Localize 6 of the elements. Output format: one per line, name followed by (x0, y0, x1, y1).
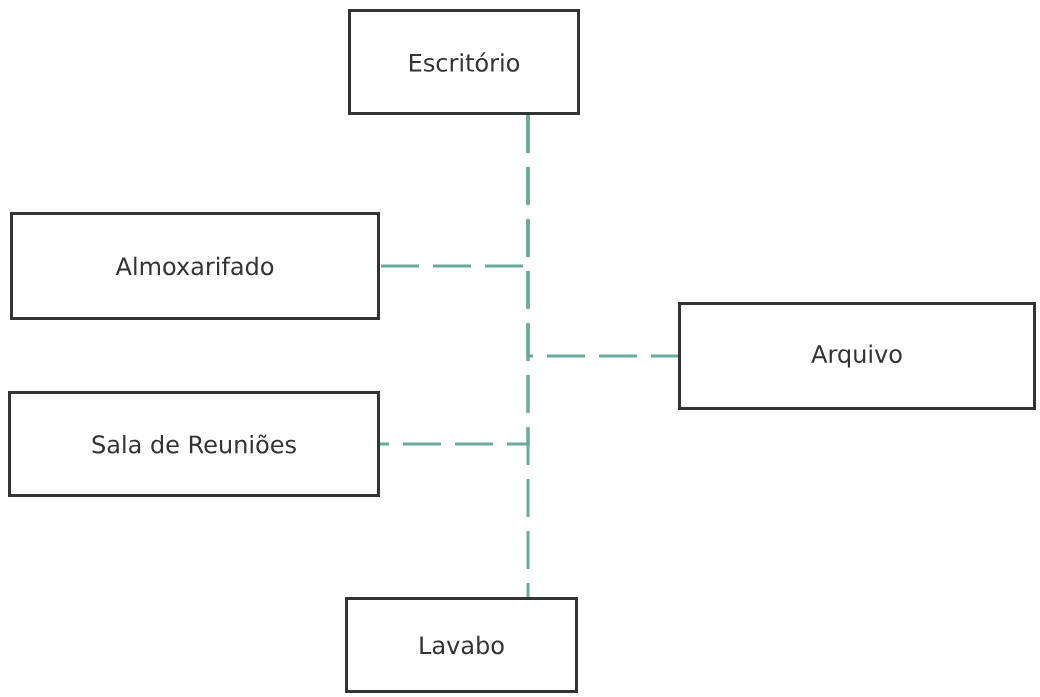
room-box: Lavabo (345, 597, 578, 693)
room-box: Sala de Reuniões (8, 391, 380, 497)
room-box: Almoxarifado (10, 212, 380, 320)
room-box: Arquivo (678, 302, 1036, 410)
connector-line (526, 115, 530, 597)
room-box: Escritório (348, 9, 580, 115)
